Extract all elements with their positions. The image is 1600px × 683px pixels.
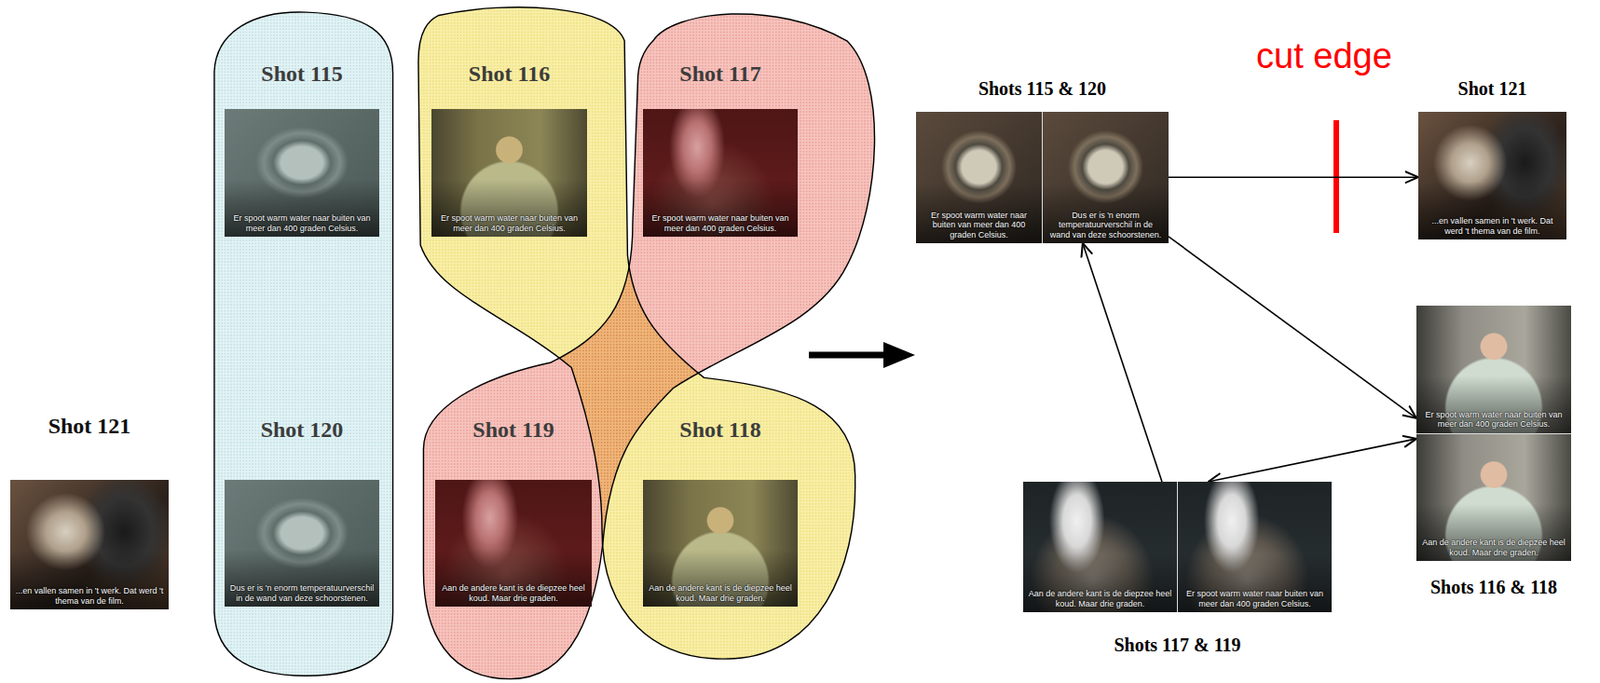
subtitle-text: Dus er is 'n enorm temperatuurverschil i… xyxy=(229,583,375,603)
thumbnail-strip: Aan de andere kant is de diepzee heel ko… xyxy=(435,479,592,607)
transition-arrow xyxy=(1208,438,1417,482)
video-frame: Dus er is 'n enorm temperatuurverschil i… xyxy=(1041,111,1169,244)
video-frame: ...en vallen samen in 't werk. Dat werd … xyxy=(1418,111,1567,240)
shot-label: Shots 117 & 119 xyxy=(1023,612,1332,657)
shot-label: Shots 115 & 120 xyxy=(916,78,1169,112)
video-frame: Er spoot warm water naar buiten van meer… xyxy=(1176,481,1332,613)
shot-thumbnail: Shot 118Aan de andere kant is de diepzee… xyxy=(642,417,798,607)
subtitle-text: ...en vallen samen in 't werk. Dat werd … xyxy=(14,586,165,606)
shot-label: Shot 120 xyxy=(224,417,380,480)
transition-arrow xyxy=(1168,236,1417,419)
video-frame: Er spoot warm water naar buiten van meer… xyxy=(224,109,380,237)
subtitle-text: Er spoot warm water naar buiten van meer… xyxy=(1421,410,1567,430)
video-frame: Er spoot warm water naar buiten van meer… xyxy=(916,111,1042,244)
thumbnail-strip: ...en vallen samen in 't werk. Dat werd … xyxy=(10,479,169,610)
thumbnail-strip: ...en vallen samen in 't werk. Dat werd … xyxy=(1418,111,1567,240)
shot-label: Shot 117 xyxy=(642,61,798,110)
shot-label: Shot 116 xyxy=(431,61,588,110)
shot-label: Shot 119 xyxy=(435,417,592,480)
video-frame: Aan de andere kant is de diepzee heel ko… xyxy=(642,479,798,607)
transform-arrow-head xyxy=(883,341,916,369)
shot-thumbnail: Shot 121 ...en vallen samen in 't werk. D… xyxy=(1418,78,1567,240)
subtitle-text: ...en vallen samen in 't werk. Dat werd … xyxy=(1422,216,1562,236)
subtitle-text: Er spoot warm water naar buiten van meer… xyxy=(229,213,375,233)
subtitle-text: Er spoot warm water naar buiten van meer… xyxy=(1182,588,1327,609)
video-frame: ...en vallen samen in 't werk. Dat werd … xyxy=(10,479,169,610)
shot-group-thumbnails: Shots 116 & 118 Er spoot warm water naar … xyxy=(1416,305,1572,599)
video-frame: Aan de andere kant is de diepzee heel ko… xyxy=(435,479,592,607)
shot-group-thumbnails: Shots 117 & 119 Aan de andere kant is de … xyxy=(1023,481,1332,657)
shot-thumbnail: Shot 116 Er spoot warm water naar buiten … xyxy=(431,61,588,237)
transition-arrow xyxy=(1168,176,1419,178)
shot-thumbnail: Shot 120Dus er is 'n enorm temperatuurve… xyxy=(224,417,380,607)
shot-thumbnail: Shot 117 Er spoot warm water naar buiten … xyxy=(642,61,798,237)
shot-label: Shot 118 xyxy=(642,417,798,480)
subtitle-text: Er spoot warm water naar buiten van meer… xyxy=(436,213,583,233)
subtitle-text: Er spoot warm water naar buiten van meer… xyxy=(920,210,1038,240)
video-frame: Aan de andere kant is de diepzee heel ko… xyxy=(1416,433,1572,562)
subtitle-text: Er spoot warm water naar buiten van meer… xyxy=(647,213,794,233)
transition-arrow xyxy=(1082,243,1163,482)
subtitle-text: Dus er is 'n enorm temperatuurverschil i… xyxy=(1047,210,1164,240)
edge-label: cut edge xyxy=(1256,36,1393,77)
video-frame: Er spoot warm water naar buiten van meer… xyxy=(431,109,588,237)
subtitle-text: Aan de andere kant is de diepzee heel ko… xyxy=(647,583,794,603)
subtitle-text: Aan de andere kant is de diepzee heel ko… xyxy=(1421,537,1567,558)
thumbnail-strip: Aan de andere kant is de diepzee heel ko… xyxy=(1023,481,1332,613)
thumbnail-strip: Er spoot warm water naar buiten van meer… xyxy=(431,109,588,237)
shot-label: Shot 115 xyxy=(224,61,380,110)
shot-label: Shot 121 xyxy=(1418,78,1567,112)
red-cluster-blob xyxy=(423,13,875,680)
shot-thumbnail: Shot 119Aan de andere kant is de diepzee… xyxy=(435,417,592,607)
thumbnail-strip: Dus er is 'n enorm temperatuurverschil i… xyxy=(224,479,380,607)
thumbnail-strip: Aan de andere kant is de diepzee heel ko… xyxy=(642,479,798,607)
shot-label: Shots 116 & 118 xyxy=(1416,560,1572,599)
blue-cluster-blob xyxy=(214,12,394,676)
video-frame: Aan de andere kant is de diepzee heel ko… xyxy=(1023,481,1177,613)
edge-label-holder: cut edge xyxy=(1256,36,1393,77)
thumbnail-strip: Er spoot warm water naar buiten van meer… xyxy=(224,109,380,237)
subtitle-text: Aan de andere kant is de diepzee heel ko… xyxy=(1027,588,1173,609)
shot-group-thumbnails: Shots 115 & 120 Er spoot warm water naar … xyxy=(916,78,1169,244)
video-frame: Er spoot warm water naar buiten van meer… xyxy=(642,109,798,237)
thumbnail-strip: Er spoot warm water naar buiten van meer… xyxy=(642,109,798,237)
thumbnail-strip: Er spoot warm water naar buiten van meer… xyxy=(1416,305,1572,561)
shot-label: Shot 121 xyxy=(10,413,169,480)
subtitle-text: Aan de andere kant is de diepzee heel ko… xyxy=(439,583,588,603)
thumbnail-strip: Er spoot warm water naar buiten van meer… xyxy=(916,111,1169,244)
video-frame: Dus er is 'n enorm temperatuurverschil i… xyxy=(224,479,380,607)
shot-thumbnail: Shot 115 Er spoot warm water naar buiten … xyxy=(224,61,380,237)
video-frame: Er spoot warm water naar buiten van meer… xyxy=(1416,305,1572,434)
shot-thumbnail: Shot 121 ...en vallen samen in 't werk. D… xyxy=(10,413,169,610)
transform-arrow-shaft xyxy=(808,352,890,359)
